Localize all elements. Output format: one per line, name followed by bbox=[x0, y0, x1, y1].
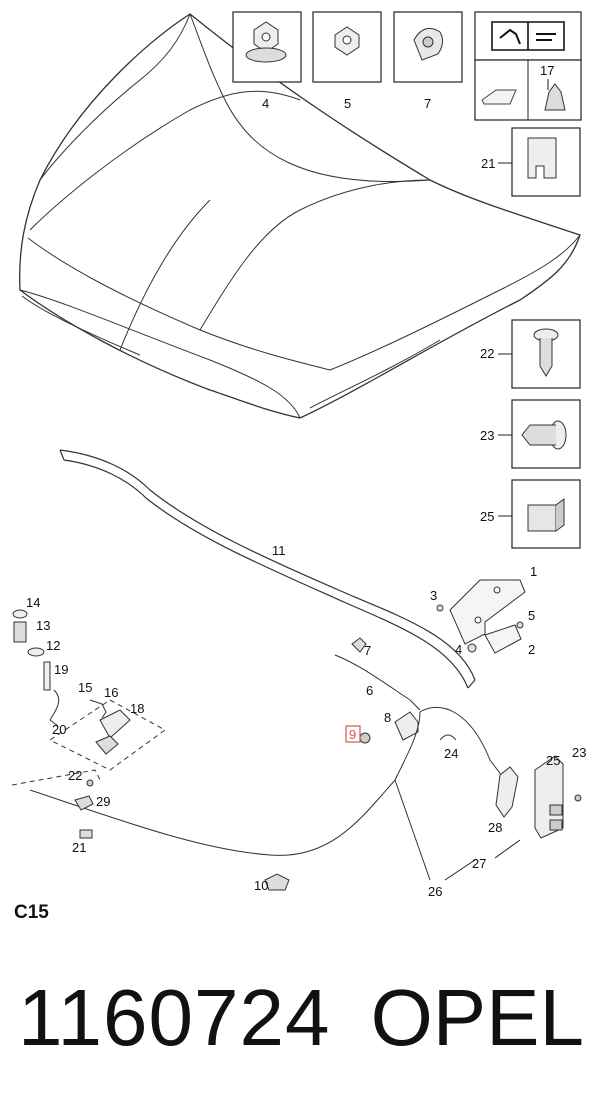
label-3: 3 bbox=[430, 588, 437, 603]
highlight-box-9 bbox=[345, 725, 361, 743]
hood-panel bbox=[19, 13, 581, 419]
label-7: 7 bbox=[424, 96, 431, 111]
label-12: 12 bbox=[46, 638, 60, 653]
label-9: 9 bbox=[349, 727, 356, 742]
label-4-hinge: 4 bbox=[455, 642, 462, 657]
label-7-lock: 7 bbox=[364, 643, 371, 658]
label-16: 16 bbox=[104, 685, 118, 700]
label-5-hinge: 5 bbox=[528, 608, 535, 623]
label-23-box: 23 bbox=[480, 428, 494, 443]
label-24: 24 bbox=[444, 746, 458, 761]
part-number: 1160724 bbox=[18, 973, 331, 1062]
label-29: 29 bbox=[96, 794, 110, 809]
hood-seal bbox=[59, 449, 476, 689]
label-26: 26 bbox=[428, 884, 442, 899]
label-21-box: 21 bbox=[481, 156, 495, 171]
left-release-parts bbox=[11, 609, 166, 839]
part-box-5 bbox=[312, 11, 382, 83]
label-10: 10 bbox=[254, 878, 268, 893]
label-25: 25 bbox=[546, 753, 560, 768]
label-8: 8 bbox=[384, 710, 391, 725]
callout-lines bbox=[444, 79, 549, 881]
label-4: 4 bbox=[262, 96, 269, 111]
label-19: 19 bbox=[54, 662, 68, 677]
part-box-21 bbox=[511, 127, 581, 197]
part-box-23 bbox=[511, 399, 581, 469]
label-1: 1 bbox=[530, 564, 537, 579]
label-23: 23 bbox=[572, 745, 586, 760]
label-22: 22 bbox=[68, 768, 82, 783]
label-28: 28 bbox=[488, 820, 502, 835]
hood-lock-parts bbox=[29, 637, 582, 891]
brand-name: OPEL bbox=[370, 973, 584, 1062]
label-25-box: 25 bbox=[480, 509, 494, 524]
label-22-box: 22 bbox=[480, 346, 494, 361]
part-box-25 bbox=[511, 479, 581, 549]
part-box-22 bbox=[511, 319, 581, 389]
part-box-4 bbox=[232, 11, 302, 83]
label-5: 5 bbox=[344, 96, 351, 111]
part-box-7 bbox=[393, 11, 463, 83]
label-13: 13 bbox=[36, 618, 50, 633]
label-21: 21 bbox=[72, 840, 86, 855]
diagram-code: C15 bbox=[14, 902, 49, 923]
label-17: 17 bbox=[540, 63, 554, 78]
label-15: 15 bbox=[78, 680, 92, 695]
label-20: 20 bbox=[52, 722, 66, 737]
hood-hinge bbox=[436, 579, 526, 654]
label-6: 6 bbox=[366, 683, 373, 698]
part-labels: 4 5 7 17 21 22 23 25 11 1 3 5 4 2 14 13 … bbox=[26, 63, 586, 899]
label-14: 14 bbox=[26, 595, 40, 610]
label-27: 27 bbox=[472, 856, 486, 871]
part-box-book bbox=[474, 11, 582, 121]
parts-diagram: 4 5 7 17 21 22 23 25 11 1 3 5 4 2 14 13 … bbox=[11, 11, 586, 899]
label-18: 18 bbox=[130, 701, 144, 716]
label-11: 11 bbox=[272, 543, 286, 558]
label-2: 2 bbox=[528, 642, 535, 657]
